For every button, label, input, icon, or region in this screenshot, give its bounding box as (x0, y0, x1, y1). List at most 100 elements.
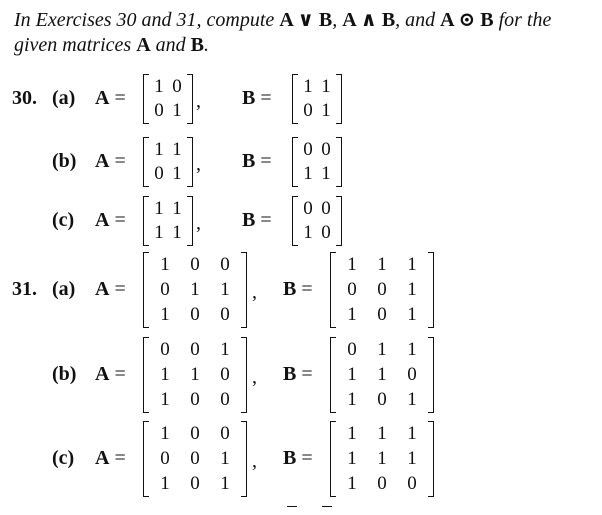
ex31-part-0-label: (a) (52, 278, 76, 300)
matrix-entry: 1 (303, 222, 313, 243)
matrix-bracket-tick (142, 74, 149, 75)
matrix-entry: 1 (220, 339, 230, 361)
matrix-entry: 1 (160, 303, 170, 325)
ex30-part-0-label: (a) (52, 87, 76, 109)
ex30-part-0-comma: , (196, 90, 201, 112)
intro-end: . (203, 34, 209, 56)
ex30-part-0-a-label: A = (95, 87, 126, 109)
matrix-entry: 0 (377, 278, 387, 300)
matrix-bracket-tick (336, 123, 343, 124)
a-dot-b-expr: A ⊙ B (440, 9, 494, 31)
matrix-entry: 1 (303, 76, 313, 97)
matrix-entry: 1 (407, 254, 417, 276)
matrix-entry: 0 (190, 447, 200, 469)
matrix-entry: 0 (172, 76, 182, 97)
matrix-entry: 0 (190, 388, 200, 410)
matrix-bracket-tick (241, 421, 248, 422)
instructions-text: In Exercises 30 and 31, compute A ∨ B, A… (14, 8, 589, 58)
matrix-entry: 1 (303, 163, 313, 184)
matrix-entry: 0 (154, 100, 164, 121)
matrix-bracket-tick (291, 186, 298, 187)
matrix-entry: 0 (303, 139, 313, 160)
matrix-bracket-tick (428, 496, 435, 497)
matrix-entry: 0 (377, 472, 387, 494)
matrix-bracket-tick (291, 196, 298, 197)
ex31-part-2-label: (c) (52, 447, 75, 469)
matrix-bracket-tick (142, 412, 149, 413)
matrix-entry: 0 (321, 139, 331, 160)
ex30-part-1-b-label: B = (242, 150, 272, 172)
matrix-entry: 0 (303, 100, 313, 121)
matrix-entry: 1 (172, 163, 182, 184)
matrix-bracket-tick (142, 196, 149, 197)
matrix-entry: 1 (347, 388, 357, 410)
matrix-bracket-tick (241, 412, 248, 413)
matrix-entry: 1 (407, 303, 417, 325)
matrix-entry: 1 (347, 423, 357, 445)
ex31-part-0-a-label: A = (95, 278, 126, 300)
matrix-bracket-tick (142, 252, 149, 253)
cutoff-bracket-left (287, 506, 297, 515)
matrix-entry: 1 (160, 388, 170, 410)
matrix-entry: 1 (347, 303, 357, 325)
matrix-bracket-tick (241, 496, 248, 497)
matrix-entry: 0 (220, 254, 230, 276)
matrix-entry: 1 (321, 76, 331, 97)
matrix-entry: 1 (377, 339, 387, 361)
ex31-part-0-comma: , (252, 281, 257, 303)
matrix-bracket-tick (428, 412, 435, 413)
cutoff-bracket-right (322, 506, 332, 515)
ex31-part-1-a-label: A = (95, 363, 126, 385)
intro-text-1: In Exercises 30 and 31, compute (14, 9, 280, 31)
matrix-bracket-tick (142, 137, 149, 138)
matrix-bracket-tick (142, 421, 149, 422)
matrix-entry: 1 (220, 447, 230, 469)
matrix-entry: 1 (154, 139, 164, 160)
ex31-part-2-comma: , (252, 450, 257, 472)
matrix-entry: 1 (407, 423, 417, 445)
matrix-bracket-tick (142, 123, 149, 124)
matrix-bracket-tick (329, 252, 336, 253)
matrix-entry: 0 (407, 363, 417, 385)
matrix-entry: 1 (407, 388, 417, 410)
matrix-bracket-tick (329, 337, 336, 338)
ex30-part-1-label: (b) (52, 150, 77, 172)
matrix-entry: 1 (172, 139, 182, 160)
matrix-bracket-tick (291, 74, 298, 75)
matrix-bracket-tick (241, 327, 248, 328)
matrix-bracket-tick (142, 496, 149, 497)
a-and-b-expr: A ∧ B (342, 9, 396, 31)
matrix-entry: 0 (190, 423, 200, 445)
matrix-entry: 0 (303, 198, 313, 219)
matrix-entry: 1 (172, 198, 182, 219)
matrix-entry: 1 (172, 100, 182, 121)
ex30-part-2-comma: , (196, 212, 201, 234)
matrix-bracket-tick (428, 421, 435, 422)
matrix-bracket-tick (187, 245, 194, 246)
intro-text-2: for the given matrices (14, 9, 552, 56)
matrix-bracket-tick (428, 327, 435, 328)
matrix-entry: 1 (154, 198, 164, 219)
ex30-part-0-b-label: B = (242, 87, 272, 109)
matrix-bracket-tick (428, 252, 435, 253)
matrix-bracket-tick (428, 337, 435, 338)
matrix-entry: 0 (190, 254, 200, 276)
matrix-entry: 0 (190, 339, 200, 361)
matrix-bracket-tick (142, 245, 149, 246)
ex31-part-2-b-label: B = (283, 447, 313, 469)
